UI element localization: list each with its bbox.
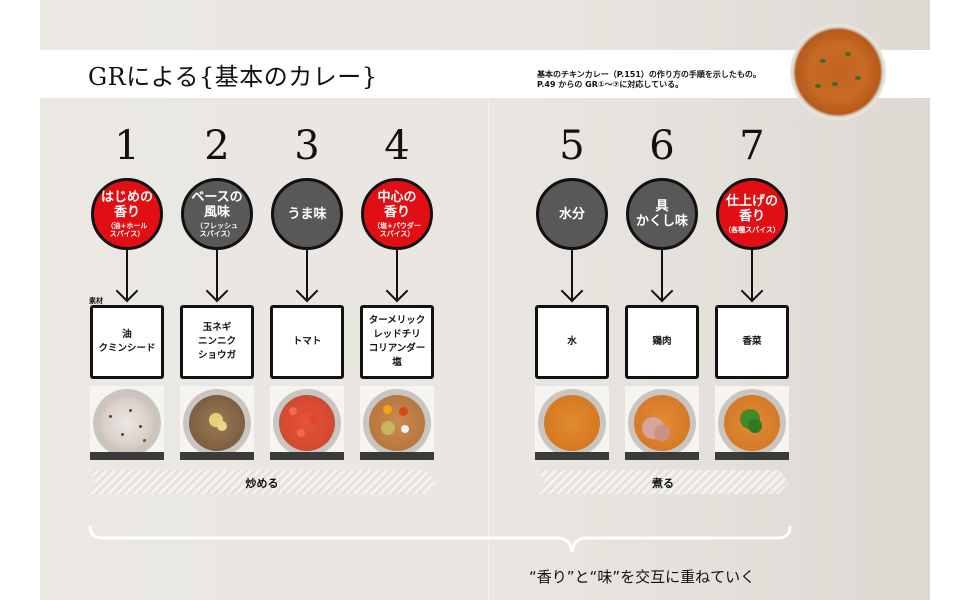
bracket-icon xyxy=(88,525,792,553)
ingredients-label: 素材 xyxy=(89,297,103,305)
arrow-stem xyxy=(396,250,398,300)
step-number: 7 xyxy=(739,123,765,169)
step-5-ingredients: 水 xyxy=(535,305,609,379)
step-subtitle: （塩+パウダー スパイス） xyxy=(373,222,421,238)
step-6-photo xyxy=(625,386,699,460)
page-title: GRによる{基本のカレー} xyxy=(88,63,378,91)
step-4-photo xyxy=(360,386,434,460)
step-4-ingredients: ターメリック レッドチリ コリアンダー 塩 xyxy=(360,305,434,379)
step-7-photo xyxy=(715,386,789,460)
step-2-photo xyxy=(180,386,254,460)
phase-label-simmer: 煮る xyxy=(652,477,674,490)
arrow-stem xyxy=(751,250,753,300)
page-gutter xyxy=(488,98,489,600)
step-title: 中心の 香り xyxy=(377,190,417,220)
step-subtitle: （油+ホール スパイス） xyxy=(106,222,148,238)
step-number: 4 xyxy=(384,123,410,169)
step-number: 2 xyxy=(204,123,230,169)
header-note: 基本のチキンカレー（P.151）の作り方の手順を示したもの。 P.49 からの … xyxy=(537,70,761,90)
step-title: 具 かくし味 xyxy=(635,199,688,229)
step-3-photo xyxy=(270,386,344,460)
step-number: 5 xyxy=(559,123,585,169)
arrow-stem xyxy=(306,250,308,300)
finished-curry-photo xyxy=(790,24,886,120)
step-title: ベースの 風味 xyxy=(191,190,243,220)
phase-label-saute: 炒める xyxy=(245,477,279,490)
step-title: 水分 xyxy=(558,206,585,222)
caption: “香り”と“味”を交互に重ねていく xyxy=(529,568,756,586)
arrow-stem xyxy=(126,250,128,300)
step-2-circle: ベースの 風味 （フレッシュ スパイス） xyxy=(181,178,253,250)
step-7-ingredients: 香菜 xyxy=(715,305,789,379)
step-subtitle: （各種スパイス） xyxy=(724,226,780,234)
step-1-photo xyxy=(90,386,164,460)
step-5-photo xyxy=(535,386,609,460)
step-1-circle: はじめの 香り （油+ホール スパイス） xyxy=(91,178,163,250)
step-6-circle: 具 かくし味 xyxy=(626,178,698,250)
header-note-line1: 基本のチキンカレー（P.151）の作り方の手順を示したもの。 xyxy=(537,70,761,79)
step-number: 6 xyxy=(649,123,675,169)
header-band xyxy=(40,50,930,98)
arrow-stem xyxy=(216,250,218,300)
step-5-circle: 水分 xyxy=(536,178,608,250)
step-number: 1 xyxy=(114,123,140,169)
step-number: 3 xyxy=(294,123,320,169)
step-3-circle: うま味 xyxy=(271,178,343,250)
page-spread xyxy=(40,0,930,600)
step-4-circle: 中心の 香り （塩+パウダー スパイス） xyxy=(361,178,433,250)
step-2-ingredients: 玉ネギ ニンニク ショウガ xyxy=(180,305,254,379)
step-6-ingredients: 鶏肉 xyxy=(625,305,699,379)
arrow-stem xyxy=(571,250,573,300)
phase-band-simmer xyxy=(537,470,789,494)
step-title: うま味 xyxy=(287,206,327,222)
header-note-line2: P.49 からの GR①〜⑦に対応している。 xyxy=(537,80,684,89)
step-title: はじめの 香り xyxy=(100,190,153,220)
step-title: 仕上げの 香り xyxy=(725,194,778,224)
phase-band-saute xyxy=(88,470,436,494)
step-7-circle: 仕上げの 香り （各種スパイス） xyxy=(716,178,788,250)
step-1-ingredients: 油 クミンシード xyxy=(90,305,164,379)
step-3-ingredients: トマト xyxy=(270,305,344,379)
step-subtitle: （フレッシュ スパイス） xyxy=(196,222,238,238)
arrow-stem xyxy=(661,250,663,300)
